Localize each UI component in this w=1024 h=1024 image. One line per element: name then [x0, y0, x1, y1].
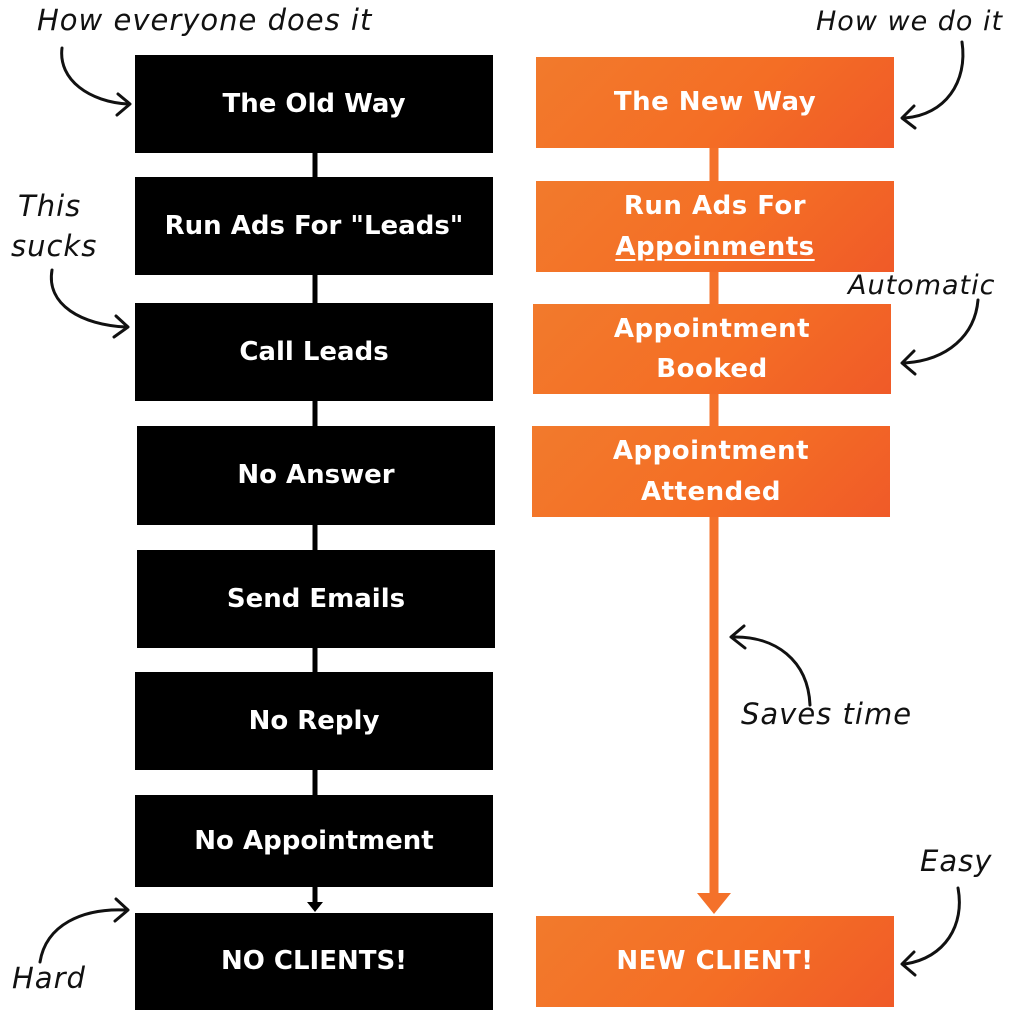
old-way-step-run-ads: Run Ads For "Leads" [135, 177, 493, 275]
new-way-step-line-2: Booked [656, 354, 768, 384]
old-way-step-label: No Reply [248, 705, 380, 736]
old-way-step-no-appointment: No Appointment [135, 795, 493, 887]
annotation-hard: Hard [12, 961, 86, 995]
arrow-easy [903, 886, 961, 966]
new-way-step-booked: Appointment Booked [533, 304, 891, 394]
old-way-step-send-emails: Send Emails [137, 550, 495, 648]
old-way-step-call-leads: Call Leads [135, 303, 493, 401]
arrow-how-we [903, 40, 965, 120]
old-way-title: The Old Way [222, 88, 406, 119]
old-way-result-label: NO CLIENTS! [220, 946, 408, 977]
old-way-step-label: No Appointment [194, 825, 434, 856]
new-way-title-box: The New Way [536, 57, 894, 148]
old-way-title-box: The Old Way [135, 55, 493, 153]
arrow-saves-time [731, 635, 812, 707]
arrow-hard [38, 908, 128, 964]
annotation-how-everyone: How everyone does it [37, 3, 373, 37]
new-way-step-run-ads: Run Ads For Appoinments [536, 181, 894, 272]
arrow-this-sucks [49, 268, 128, 329]
annotation-automatic: Automatic [848, 270, 996, 301]
new-way-result-new-client: NEW CLIENT! [536, 916, 894, 1007]
arrow-automatic [903, 298, 980, 365]
new-way-arrowhead [697, 893, 731, 914]
annotation-this-sucks-line-2: sucks [11, 229, 98, 263]
old-way-step-no-answer: No Answer [137, 426, 495, 525]
new-way-step-line-2: Attended [641, 476, 781, 507]
old-way-step-label: Run Ads For "Leads" [164, 210, 464, 241]
annotation-saves-time: Saves time [741, 697, 913, 731]
new-way-step-line-1: Run Ads For [623, 191, 807, 222]
annotation-easy: Easy [920, 844, 993, 878]
old-way-result-no-clients: NO CLIENTS! [135, 913, 493, 1010]
old-way-step-label: Send Emails [226, 583, 406, 614]
old-way-step-label: Call Leads [239, 336, 389, 367]
new-way-title: The New Way [613, 87, 817, 118]
new-way-step-line-1: Appointment [613, 313, 811, 344]
annotation-how-we: How we do it [816, 6, 1004, 37]
new-way-step-attended: Appointment Attended [532, 426, 890, 517]
new-way-result-label: NEW CLIENT! [616, 946, 814, 977]
new-way-step-line-1: Appointment [612, 436, 810, 467]
arrow-how-everyone [60, 46, 130, 106]
new-way-step-line-2: Appoinments [615, 231, 815, 262]
old-way-step-no-reply: No Reply [135, 672, 493, 770]
old-way-arrowhead [307, 902, 323, 912]
annotation-this-sucks-line-1: This [18, 189, 82, 223]
old-way-step-label: No Answer [237, 460, 395, 491]
